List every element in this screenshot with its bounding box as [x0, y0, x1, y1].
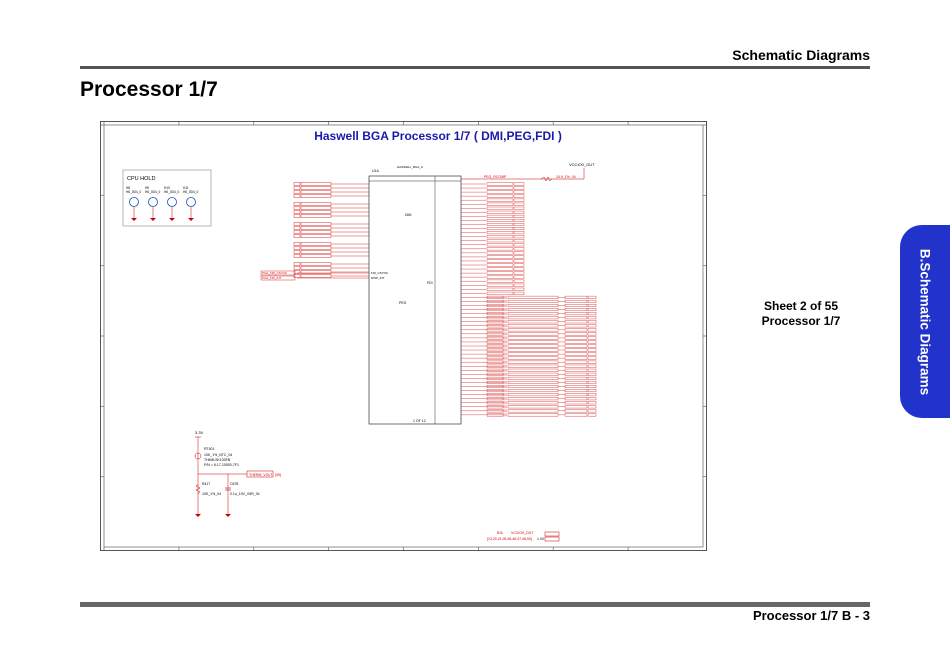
mounting-hole-icon — [148, 197, 158, 207]
r-ref: R417 — [202, 482, 210, 486]
fdi-pin-label: FDI_CSYNC — [371, 271, 389, 275]
schematic-sheet: Haswell BGA Processor 1/7 ( DMI,PEG,FDI … — [100, 121, 707, 551]
footer-text: Processor 1/7 B - 3 — [752, 608, 870, 623]
schematic-drawing: Haswell BGA Processor 1/7 ( DMI,PEG,FDI … — [101, 122, 706, 550]
sheet-title: Processor 1/7 — [761, 314, 841, 328]
fdi-net-label: PCH_FDI_CSYNC — [262, 271, 288, 275]
chip-sub-label: 1 OF 12 — [413, 419, 426, 423]
hole-part: H6_0D4_0 — [164, 190, 179, 194]
schematic-title: Haswell BGA Processor 1/7 ( DMI,PEG,FDI … — [314, 129, 562, 143]
page-title: Processor 1/7 — [80, 78, 218, 101]
section-header-title: Schematic Diagrams — [732, 47, 870, 63]
therm-volt-sheet: [39] — [275, 473, 281, 477]
sheet-number: Sheet 2 of 55 — [763, 299, 839, 313]
chip-body — [368, 175, 462, 425]
peg-rcomp-label: PEG_RCOMP — [484, 175, 507, 179]
ground-icon — [195, 514, 201, 517]
sheet-info: Sheet 2 of 55 Processor 1/7 — [742, 299, 860, 329]
thermal-net: 3.3V — [195, 430, 204, 435]
side-tab-label: B.Schematic Diagrams — [917, 248, 933, 395]
chip-center-label: PEG — [399, 301, 407, 305]
mounting-hole-icon — [186, 197, 196, 207]
fdi-pin-label: DISP_INT — [371, 276, 385, 280]
c-ref: C678 — [230, 482, 238, 486]
bottom-voltage: 1.0V — [537, 537, 545, 541]
top-power-net: VCCIO0_OUT — [569, 162, 595, 167]
thermistor-value: 10K_1%_NTC_04 — [204, 453, 232, 457]
bottom-sheets: [13,20,21,26,36,46,47,48,50] — [487, 537, 532, 541]
hole-label: H8 — [126, 186, 130, 190]
bottom-net-prefix: B.B. — [497, 531, 504, 535]
ground-icon — [150, 218, 156, 221]
mounting-hole-icon — [129, 197, 139, 207]
cpu-hold-box — [122, 169, 212, 227]
hole-part: H6_0D4_0 — [145, 190, 160, 194]
ground-icon — [131, 218, 137, 221]
thermistor-ref: RT401 — [204, 447, 214, 451]
c-value: 0.1u_10V_X5R_04 — [230, 492, 260, 496]
rcomp-resistor: 24.9_1%_04 — [556, 175, 576, 179]
ground-icon — [169, 218, 175, 221]
header-rule — [80, 66, 870, 69]
hole-label: H9 — [145, 186, 149, 190]
hole-label: H11 — [183, 186, 189, 190]
r-value: 10K_1%_04 — [202, 492, 221, 496]
hole-part: H6_0D4_0 — [183, 190, 198, 194]
ground-icon — [188, 218, 194, 221]
chip-name: HASWELL_BGA_U — [397, 165, 423, 169]
thermistor-part: THMB-SK103FB — [204, 458, 231, 462]
cpu-hold-label: CPU HOLD — [127, 176, 155, 182]
hole-part: H6_0D4_0 — [126, 190, 141, 194]
fdi-net-label: PCH_FDI_INT — [262, 276, 282, 280]
ground-icon — [225, 514, 231, 517]
footer-rule — [80, 602, 870, 607]
hole-label: H10 — [164, 186, 170, 190]
dmi-label: DMI — [405, 213, 411, 217]
fdi-label: FDI — [427, 281, 433, 285]
mounting-hole-icon — [167, 197, 177, 207]
chip-ref: U1A — [372, 169, 379, 173]
side-tab: B.Schematic Diagrams — [900, 225, 950, 418]
thermistor-pn: P/N = 6-17-10500-7F1 — [204, 463, 239, 467]
bottom-net: VCCIO0_OUT — [511, 531, 534, 535]
therm-volt-net: THERM_VOLT — [249, 473, 273, 477]
